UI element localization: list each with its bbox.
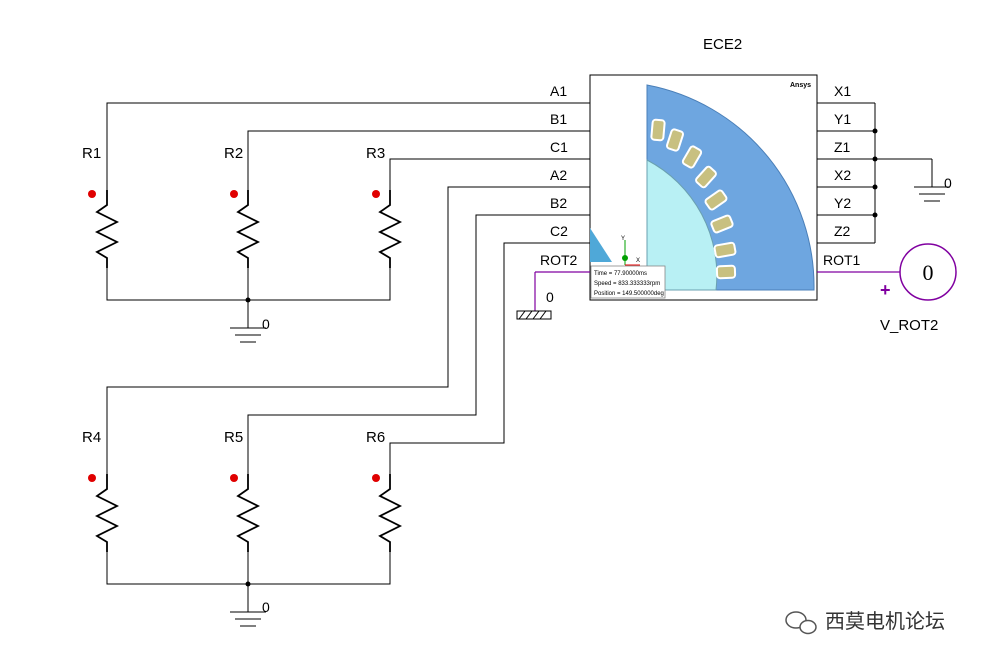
coil-slots [650,118,737,280]
resistor-r5[interactable] [230,474,261,552]
svg-text:X: X [636,258,640,264]
resistor-r6[interactable] [372,474,403,552]
watermark-text: 西莫电机论坛 [825,609,945,633]
ground-top-label: 0 [262,316,270,332]
sim-position: Position = 149.500000deg [594,291,664,297]
sim-speed: Speed = 833.333333rpm [594,281,660,287]
v-rot2-source[interactable]: 0 [899,243,957,301]
pin-c1: C1 [550,139,568,155]
mech-ground [516,310,552,320]
rotor-fragment [590,228,612,262]
wechat-icon [785,611,817,635]
resistor-r4[interactable] [88,474,120,552]
pin-rot1: ROT1 [823,252,861,268]
pin-y2: Y2 [834,195,851,211]
pin-z1: Z1 [834,139,851,155]
label-r4: R4 [82,429,101,446]
pin-b2: B2 [550,195,567,211]
axes-icon: Y X [621,236,640,266]
pin-c2: C2 [550,223,568,239]
label-r1: R1 [82,145,101,162]
pin-dot [372,190,380,198]
brand-label: Ansys [790,82,811,89]
label-r5: R5 [224,429,243,446]
pin-x1: X1 [834,83,851,99]
component-name: ECE2 [703,36,742,53]
label-r3: R3 [366,145,385,162]
pin-dot [88,190,96,198]
ece2-component[interactable]: Y X Time = 77.90000ms Speed = 833.333333… [589,74,818,301]
ground-right-label: 0 [944,175,952,191]
pin-a1: A1 [550,83,567,99]
label-r6: R6 [366,429,385,446]
resistor-r2[interactable] [230,190,261,268]
pin-dot [230,190,238,198]
pin-y1: Y1 [834,111,851,127]
pin-dot [88,474,96,482]
sim-info-box [590,265,666,299]
pin-dot [372,474,380,482]
source-symbol: 0 [923,260,934,285]
sim-time: Time = 77.90000ms [594,271,647,277]
source-polarity: + [880,280,891,300]
resistor-r3[interactable] [372,190,403,268]
pin-rot2: ROT2 [540,252,578,268]
pin-b1: B1 [550,111,567,127]
pin-z2: Z2 [834,223,851,239]
resistor-r1[interactable] [88,190,120,268]
source-name: V_ROT2 [880,317,938,334]
pin-x2: X2 [834,167,851,183]
pin-dot [230,474,238,482]
ground-rot2-label: 0 [546,289,554,305]
label-r2: R2 [224,145,243,162]
ground-bottom-label: 0 [262,599,270,615]
svg-text:Y: Y [621,236,625,242]
pin-a2: A2 [550,167,567,183]
